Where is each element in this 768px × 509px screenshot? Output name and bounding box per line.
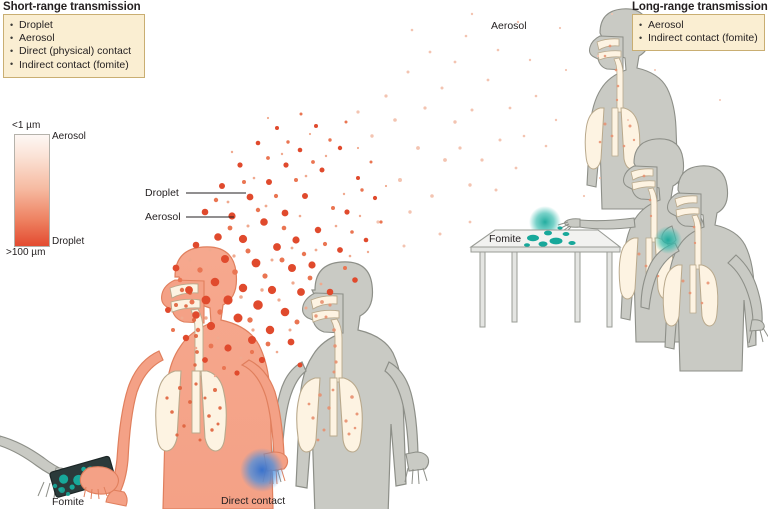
table-fomite [469, 226, 622, 328]
figure-infected-person [105, 246, 289, 509]
panel-title-short-range: Short-range transmission [3, 1, 141, 13]
scale-bottom-label: Droplet [52, 236, 85, 247]
scale-gradient-bar [14, 134, 50, 247]
legend-item-indirect-contact: Indirect contact (fomite) [10, 58, 136, 72]
legend-short-range: Droplet Aerosol Direct (physical) contac… [3, 14, 145, 78]
scale-top-label: Aerosol [52, 131, 86, 142]
callout-fomite-table: Fomite [489, 233, 522, 245]
virus-particles-receiver [307, 300, 359, 442]
callout-leader-lines [186, 192, 246, 218]
droplet-aerosol-cloud [165, 12, 721, 378]
germ-spots-table [524, 226, 576, 247]
legend-item-aerosol: Aerosol [10, 32, 136, 45]
germ-glow-self-inoculation [654, 226, 682, 254]
legend-item-aerosol-long: Aerosol [639, 18, 756, 32]
callout-aerosol: Aerosol [145, 211, 181, 223]
legend-long-range: Aerosol Indirect contact (fomite) [632, 14, 765, 52]
scale-bottom-size: >100 µm [6, 247, 46, 258]
callout-aerosol-far: Aerosol [491, 20, 527, 32]
callout-fomite-phone: Fomite [52, 496, 85, 508]
virus-particles-infected [165, 287, 222, 442]
legend-item-droplet: Droplet [10, 18, 136, 32]
figure-long-range-receiver-front [640, 165, 768, 372]
particle-size-scale: <1 µm Aerosol Droplet >100 µm [6, 120, 110, 260]
direct-contact-glow [240, 448, 284, 492]
legend-item-direct-contact: Direct (physical) contact [10, 45, 136, 58]
legend-item-indirect-contact-long: Indirect contact (fomite) [639, 32, 758, 45]
mobile-phone-fomite [0, 435, 120, 500]
panel-title-long-range: Long-range transmission [632, 1, 768, 13]
figure-short-range-receiver [257, 261, 430, 509]
callout-droplet: Droplet [145, 187, 179, 199]
callout-direct-contact: Direct contact [221, 495, 286, 507]
scale-top-size: <1 µm [12, 120, 41, 131]
